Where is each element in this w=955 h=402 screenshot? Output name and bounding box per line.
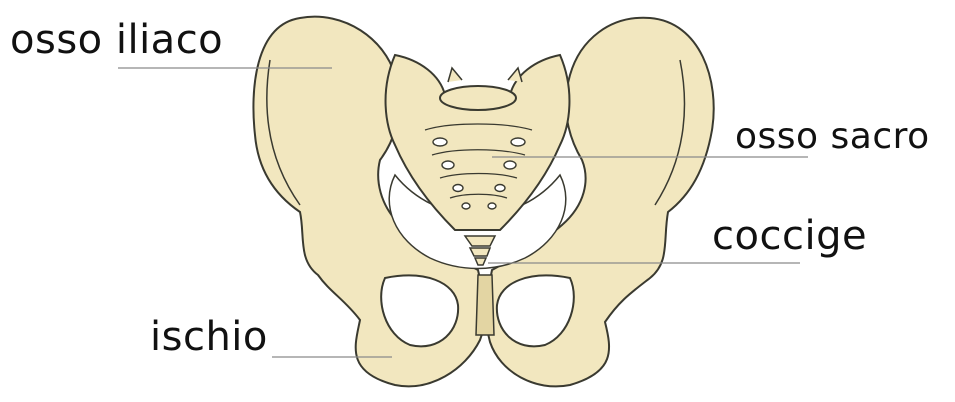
label-ischio: ischio xyxy=(150,317,268,357)
label-osso-iliaco: osso iliaco xyxy=(10,20,223,60)
label-osso-sacro: osso sacro xyxy=(735,119,930,155)
sacral-promontory xyxy=(440,86,516,110)
pubic-symphysis xyxy=(476,275,494,335)
label-coccige: coccige xyxy=(712,216,867,256)
